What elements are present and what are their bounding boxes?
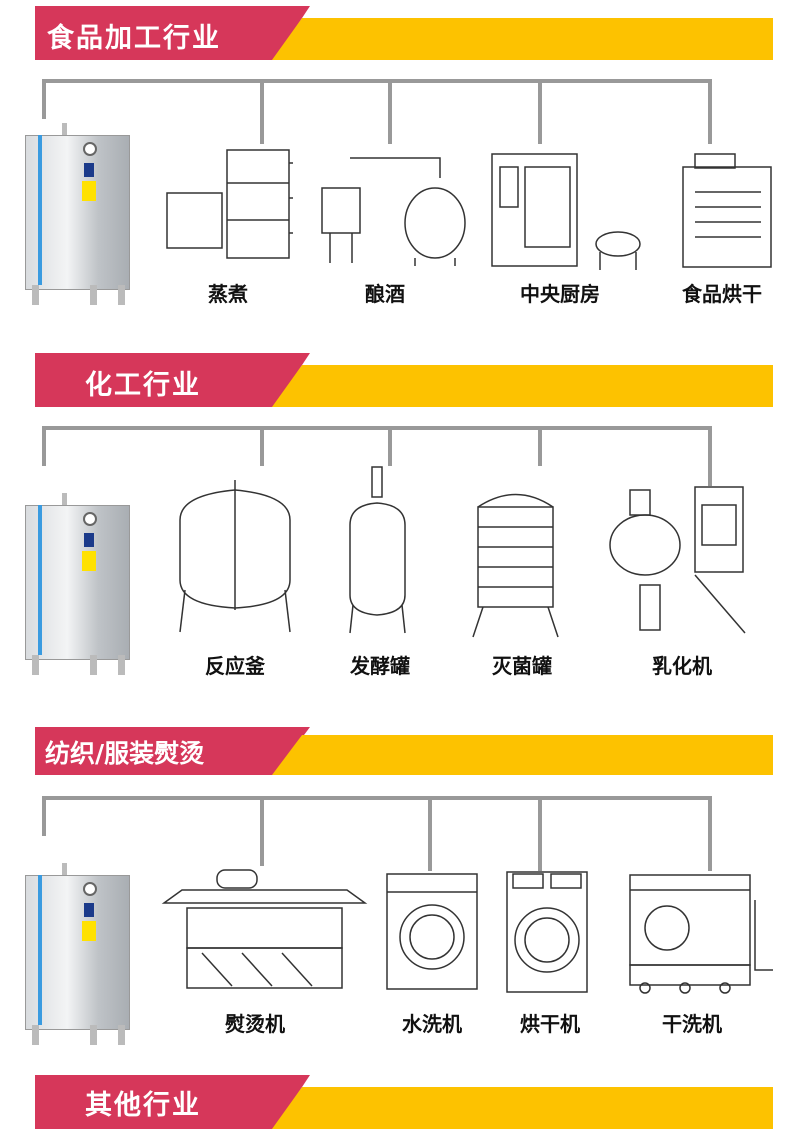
- connector-line: [388, 426, 392, 466]
- banner-bar: [272, 18, 773, 60]
- reactor-image: [179, 480, 291, 633]
- connector-line: [260, 79, 264, 144]
- connector-line: [538, 426, 542, 466]
- application-label: 酿酒: [365, 282, 405, 306]
- distillery-image: [321, 157, 466, 266]
- connector-line: [42, 796, 46, 836]
- steam-generator-image: [20, 855, 135, 1045]
- connector-line: [42, 79, 46, 119]
- connector-line: [42, 426, 46, 466]
- connector-line: [538, 79, 542, 144]
- emulsifier-image: [609, 486, 746, 634]
- section-banner: 其他行业: [35, 1075, 310, 1129]
- connector-line: [428, 796, 432, 871]
- washing-machine-image: [386, 873, 478, 990]
- sterilization-tank-image: [472, 493, 559, 638]
- connector-line: [260, 796, 264, 866]
- section-title: 食品加工行业: [47, 23, 221, 54]
- section-banner: 食品加工行业: [35, 6, 310, 60]
- connector-line: [42, 796, 712, 800]
- connector-line: [388, 79, 392, 144]
- connector-line: [708, 796, 712, 871]
- banner-bar: [272, 365, 773, 407]
- application-label: 灭菌罐: [492, 654, 552, 678]
- ironing-machine-image: [161, 869, 368, 989]
- application-label: 蒸煮: [208, 282, 248, 306]
- central-kitchen-oven-image: [491, 153, 641, 270]
- application-label: 乳化机: [652, 654, 712, 678]
- section-title: 化工行业: [85, 370, 201, 401]
- section-title: 其他行业: [85, 1090, 201, 1121]
- banner-bar: [272, 735, 773, 775]
- section-banner: 纺织/服装熨烫: [35, 727, 310, 775]
- connector-line: [42, 426, 712, 430]
- connector-line: [42, 79, 712, 83]
- steam-generator-image: [20, 485, 135, 675]
- application-label: 烘干机: [520, 1012, 580, 1036]
- steam-generator-image: [20, 115, 135, 305]
- connector-line: [260, 426, 264, 466]
- application-label: 中央厨房: [520, 282, 600, 306]
- dryer-image: [506, 871, 588, 993]
- application-label: 水洗机: [402, 1012, 462, 1036]
- connector-line: [708, 79, 712, 144]
- banner-bar: [272, 1087, 773, 1129]
- application-label: 食品烘干: [682, 282, 762, 306]
- application-label: 干洗机: [662, 1012, 722, 1036]
- application-label: 熨烫机: [225, 1012, 285, 1036]
- connector-line: [708, 426, 712, 486]
- application-label: 反应釜: [205, 654, 265, 678]
- steamer-cabinet-image: [166, 149, 293, 259]
- section-banner: 化工行业: [35, 353, 310, 407]
- dry-cleaning-machine-image: [629, 874, 773, 994]
- connector-line: [538, 796, 542, 871]
- application-label: 发酵罐: [350, 654, 410, 678]
- section-title: 纺织/服装熨烫: [45, 739, 205, 768]
- food-dryer-image: [682, 153, 772, 268]
- fermentation-tank-image: [349, 466, 406, 634]
